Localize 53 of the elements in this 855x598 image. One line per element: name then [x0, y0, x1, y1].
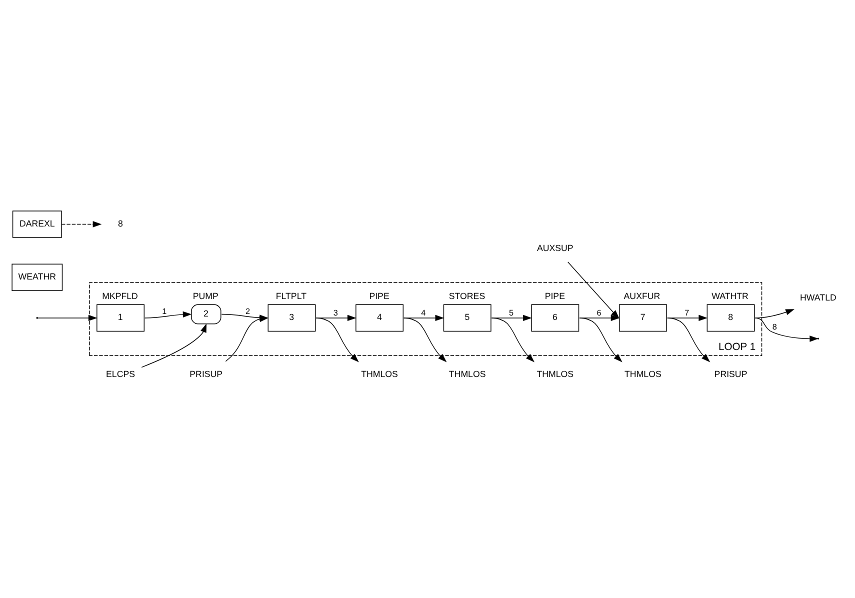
node-text: THMLOS: [624, 368, 662, 379]
arrow: [491, 317, 535, 362]
edge-label: 8: [772, 322, 777, 332]
node-box: 8: [706, 304, 755, 332]
node-label: FLTPLT: [276, 290, 306, 301]
arrow: [754, 308, 795, 318]
arrow: [38, 314, 98, 321]
arrow: [579, 314, 620, 321]
arrow: [61, 220, 102, 227]
node-text: PRISUP: [714, 368, 748, 379]
arrow: [568, 261, 620, 318]
node-box: WEATHR: [12, 263, 63, 291]
node-label: PIPE: [544, 290, 565, 301]
edge-label: 7: [684, 308, 690, 318]
arrow: [579, 317, 622, 362]
edge-label: 3: [333, 308, 338, 318]
node-box: 7: [618, 304, 667, 332]
arrow: [666, 317, 710, 362]
edge-label: 2: [246, 306, 250, 316]
node-text: ELCPS: [106, 368, 136, 379]
node-label: PIPE: [369, 290, 390, 301]
edge-label: 4: [421, 308, 426, 318]
arrow: [316, 317, 359, 362]
node-label: AUXFUR: [624, 290, 660, 301]
arrow: [404, 317, 447, 362]
edge-label: 1: [162, 306, 167, 316]
node-text: THMLOS: [536, 368, 574, 379]
node-text: PRISUP: [190, 368, 223, 379]
node-text: 8: [118, 218, 123, 228]
arrow: [491, 314, 532, 321]
node-text: AUXSUP: [536, 242, 574, 252]
node-box: 1: [96, 304, 145, 332]
node-box: 6: [531, 304, 580, 332]
arrow: [144, 310, 192, 318]
node-text: THMLOS: [361, 368, 398, 379]
node-box: 5: [443, 304, 492, 332]
arrow: [404, 314, 444, 321]
node-box: 2: [191, 304, 222, 324]
node-label: PUMP: [192, 290, 218, 301]
node-label: STORES: [448, 290, 486, 301]
node-text: HWATLD: [800, 292, 836, 302]
node-text: THMLOS: [448, 368, 486, 379]
node-label: WATHTR: [712, 290, 748, 301]
node-box: DAREXL: [12, 210, 62, 238]
arrow: [316, 314, 356, 321]
edge-label: 5: [508, 308, 514, 318]
node-box: 4: [356, 304, 404, 332]
arrow: [666, 314, 708, 321]
arrow: [141, 323, 207, 368]
node-box: 3: [268, 304, 316, 332]
node-label: MKPFLD: [102, 290, 138, 301]
arrow: [754, 317, 819, 342]
edge-label: 6: [596, 308, 602, 318]
